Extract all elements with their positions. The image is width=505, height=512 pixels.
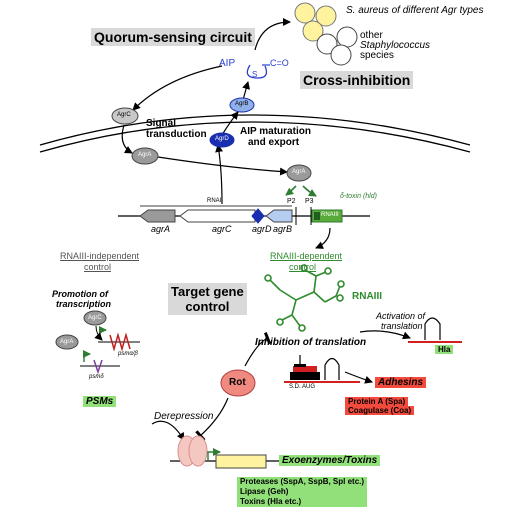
toxins-line: Toxins (Hla etc.) xyxy=(240,497,302,506)
rot-protein xyxy=(220,369,256,397)
agrD-gene xyxy=(251,208,265,224)
promotion-line1: Promotion of xyxy=(52,289,108,299)
other-staph-label-2: Staphylococcus xyxy=(360,40,431,51)
rnaiii-structure xyxy=(264,264,345,332)
agrA-gene xyxy=(139,209,176,223)
agrc-small-label: AgrC xyxy=(88,315,102,321)
agrC-gene xyxy=(179,209,256,223)
psm-delta xyxy=(80,350,120,375)
protein-a-label: Protein A (Spa) xyxy=(345,397,409,406)
coagulase-label: Coagulase (Coa) xyxy=(345,406,415,415)
agrA-label: agrA xyxy=(151,224,171,234)
agrb-protein-label: AgrB xyxy=(235,101,249,107)
agrb-protein xyxy=(229,97,255,113)
promotion-line2: transcription xyxy=(56,299,112,309)
inhibition-label: Inhibition of translation xyxy=(255,337,367,348)
sd-aug-label: S.D. AUG xyxy=(289,384,316,390)
agrD-label: agrD xyxy=(252,224,272,234)
rot-blob-2 xyxy=(188,435,208,467)
qs-circuit-title: Quorum-sensing circuit xyxy=(91,28,255,46)
arrow-p2 xyxy=(285,185,297,196)
rnaiii-label: RNAIII xyxy=(352,291,382,302)
agrB-gene xyxy=(265,209,293,223)
agrc-protein xyxy=(111,107,139,125)
rot-label: Rot xyxy=(229,377,246,388)
arrow-rot-to-exo xyxy=(195,397,229,442)
signal-transduction-2: transduction xyxy=(146,129,207,140)
s-aureus-cells xyxy=(294,2,337,42)
arrow-aip-to-agrc xyxy=(132,65,223,111)
arrow-p3 xyxy=(302,185,317,197)
agrC-label: agrC xyxy=(212,224,232,234)
hla-mrna xyxy=(359,317,462,343)
other-staph-label-1: other xyxy=(360,30,383,41)
aip-molecule xyxy=(246,64,270,79)
rnaiii-independent-1: RNAIII-independent xyxy=(60,251,140,261)
agrB-label: agrB xyxy=(273,224,293,234)
aip-label: AIP xyxy=(219,58,236,69)
rnaiii-gene-label: RNAIII xyxy=(321,212,339,218)
rnaiii-dependent-1: RNAIII-dependent xyxy=(270,251,343,261)
arrow-agra-to-agra xyxy=(157,156,288,176)
psm-ab-label: psmα/β xyxy=(118,351,138,357)
agra-protein-label-2: AgrA xyxy=(292,169,306,175)
hld-marker xyxy=(314,212,320,220)
cell-membrane-outer xyxy=(39,114,471,146)
rnaiii-independent-2: control xyxy=(84,262,112,272)
psm-d-label: psmδ xyxy=(89,374,104,380)
cross-inhibition-title: Cross-inhibition xyxy=(300,71,414,89)
agrd-protein xyxy=(209,132,235,148)
signal-transduction-1: Signal xyxy=(146,118,177,129)
aip-s-label: S xyxy=(252,70,258,79)
target-gene-line2: control xyxy=(185,299,230,314)
exoenzymes-details: Proteases (SspA, SspB, Spl etc.) Lipase … xyxy=(237,477,368,507)
arrow-derepression xyxy=(151,420,185,441)
proteases-line: Proteases (SspA, SspB, Spl etc.) xyxy=(240,477,365,486)
arrow-rnaiii-down xyxy=(315,227,331,249)
rnaiii-dependent-2: control xyxy=(289,262,317,272)
lipase-line: Lipase (Geh) xyxy=(240,487,289,496)
adhesins-mrna xyxy=(284,357,360,383)
hla-label: Hla xyxy=(435,345,454,354)
arrow-gene-to-agrd xyxy=(215,144,224,205)
activation-line2: translation xyxy=(381,321,423,331)
agra-protein-2 xyxy=(286,164,312,182)
other-staph-cells xyxy=(316,26,358,66)
adhesins-label: Adhesins xyxy=(375,377,427,388)
rnaii-label: RNAII xyxy=(207,198,224,204)
psm-alpha-beta xyxy=(94,325,140,352)
derepression-label: Derepression xyxy=(154,411,214,422)
agra-protein-1 xyxy=(131,147,159,165)
other-staph-label-3: species xyxy=(360,50,394,61)
agrc-small-protein xyxy=(83,310,107,326)
target-gene-line1: Target gene xyxy=(171,284,244,299)
psms-label: PSMs xyxy=(83,396,117,407)
p3-label: P3 xyxy=(305,198,314,205)
arrow-agrb-to-aip xyxy=(242,81,250,101)
arrow-adhesins xyxy=(344,371,373,384)
agrc-protein-label: AgrC xyxy=(117,112,131,118)
exo-promoter-arrow xyxy=(207,448,221,461)
arrow-aip-to-staph xyxy=(254,18,291,51)
agra-small-protein xyxy=(55,334,79,350)
cell-membrane-inner xyxy=(39,121,471,153)
rot-inhibition xyxy=(244,332,272,367)
target-gene-control: Target gene control xyxy=(168,283,247,315)
exoenzymes-label: Exoenzymes/Toxins xyxy=(279,455,381,466)
aip-co-label: C=O xyxy=(270,58,289,68)
arrow-agrc-to-agra xyxy=(121,124,133,154)
delta-toxin-label: δ-toxin (hld) xyxy=(340,193,377,200)
s-aureus-label: S. aureus of different Agr types xyxy=(346,5,484,16)
activation-line1: Activation of xyxy=(376,311,426,321)
p2-label: P2 xyxy=(287,198,296,205)
aip-maturation-1: AIP maturation xyxy=(240,126,311,137)
agra-small-label: AgrA xyxy=(60,339,74,345)
aip-maturation-2: and export xyxy=(248,137,300,148)
exo-gene xyxy=(215,454,267,469)
agrd-protein-label: AgrD xyxy=(215,136,229,142)
agra-protein-label-1: AgrA xyxy=(138,152,152,158)
